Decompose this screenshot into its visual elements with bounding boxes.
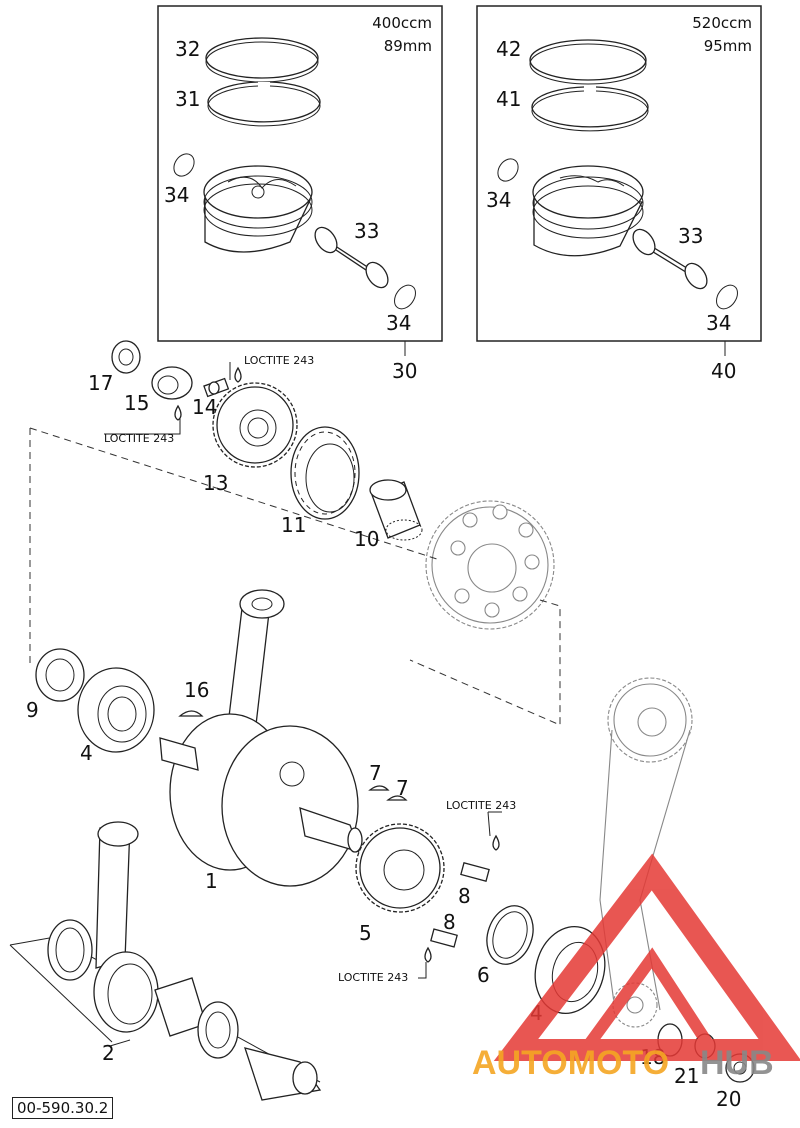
- screw-14: [203, 377, 230, 398]
- piston-ring-second-520: [531, 86, 649, 132]
- callout-1: 1: [205, 869, 218, 893]
- freewheel-11: [290, 426, 360, 520]
- piston-pin-400: [314, 226, 389, 289]
- callout-34: 34: [486, 188, 511, 212]
- callout-10: 10: [354, 527, 379, 551]
- loctite-note-4: LOCTITE 243: [338, 971, 408, 984]
- watermark-text-automoto: AUTOMOTO: [472, 1044, 669, 1082]
- screw-8b: [430, 928, 458, 948]
- callout-13: 13: [203, 471, 228, 495]
- callout-31: 31: [175, 87, 200, 111]
- gear-13: [212, 382, 298, 468]
- starter-gear: [425, 500, 555, 630]
- circlip-400-b: [394, 284, 416, 310]
- piston-ring-second-400: [207, 81, 321, 127]
- leader-lines: [104, 362, 502, 979]
- spec-bore-400: 89mm: [384, 37, 432, 55]
- loctite-drop-1: [174, 404, 182, 421]
- seal-ring-17: [111, 340, 141, 374]
- callout-11: 11: [281, 513, 306, 537]
- piston-ring-top-520: [529, 39, 647, 85]
- loctite-note-3: LOCTITE 243: [446, 799, 516, 812]
- callout-7: 7: [396, 776, 409, 800]
- woodruff-key-16: [178, 710, 204, 717]
- screw-8a: [460, 862, 490, 882]
- piston-ring-top-400: [205, 37, 319, 83]
- assembly-dashline: [29, 427, 561, 726]
- needle-bearing-10: [369, 479, 423, 541]
- spec-displacement-520: 520ccm: [692, 14, 752, 32]
- callout-6: 6: [477, 963, 490, 987]
- shim-6: [486, 905, 534, 965]
- loctite-note-1: LOCTITE 243: [244, 354, 314, 367]
- callout-30: 30: [392, 359, 417, 383]
- ball-bearing-4a: [77, 667, 155, 753]
- callout-2: 2: [102, 1041, 115, 1065]
- loctite-drop-4: [424, 946, 432, 963]
- conrod-kit-2: [9, 821, 322, 1101]
- loctite-note-2: LOCTITE 243: [104, 432, 174, 445]
- callout-21: 21: [674, 1064, 699, 1088]
- callout-41: 41: [496, 87, 521, 111]
- loctite-drop-3: [492, 834, 500, 851]
- callout-15: 15: [124, 391, 149, 415]
- callout-42: 42: [496, 37, 521, 61]
- seal-ring-9: [35, 648, 85, 702]
- callout-34: 34: [706, 311, 731, 335]
- callout-20: 20: [716, 1087, 741, 1111]
- callout-7: 7: [369, 761, 382, 785]
- callout-34: 34: [164, 183, 189, 207]
- callout-5: 5: [359, 921, 372, 945]
- callout-17: 17: [88, 371, 113, 395]
- callout-14: 14: [192, 395, 217, 419]
- piston-400: [203, 165, 313, 253]
- gear-5: [355, 823, 445, 913]
- camshaft-sprocket: [607, 677, 693, 763]
- nut-15: [151, 366, 193, 400]
- circlip-520-b: [716, 284, 738, 310]
- callout-40: 40: [711, 359, 736, 383]
- circlip-520-a: [497, 158, 519, 182]
- spec-displacement-400: 400ccm: [372, 14, 432, 32]
- callout-8: 8: [443, 910, 456, 934]
- woodruff-key-7a: [368, 785, 390, 791]
- watermark-text-hub: HUB: [700, 1044, 774, 1082]
- callout-32: 32: [175, 37, 200, 61]
- loctite-drop-2: [234, 366, 242, 383]
- callout-33: 33: [354, 219, 379, 243]
- piston-pin-520: [632, 228, 708, 290]
- spec-bore-520: 95mm: [704, 37, 752, 55]
- woodruff-key-7b: [386, 795, 408, 801]
- watermark-logo: [493, 853, 800, 1061]
- callout-34: 34: [386, 311, 411, 335]
- callout-16: 16: [184, 678, 209, 702]
- callout-8: 8: [458, 884, 471, 908]
- callout-9: 9: [26, 698, 39, 722]
- callout-33: 33: [678, 224, 703, 248]
- crankshaft-1: [159, 589, 363, 887]
- catalog-number: 00-590.30.2: [12, 1097, 114, 1119]
- callout-4: 4: [80, 741, 93, 765]
- piston-520: [532, 165, 644, 257]
- circlip-400-a: [173, 153, 195, 177]
